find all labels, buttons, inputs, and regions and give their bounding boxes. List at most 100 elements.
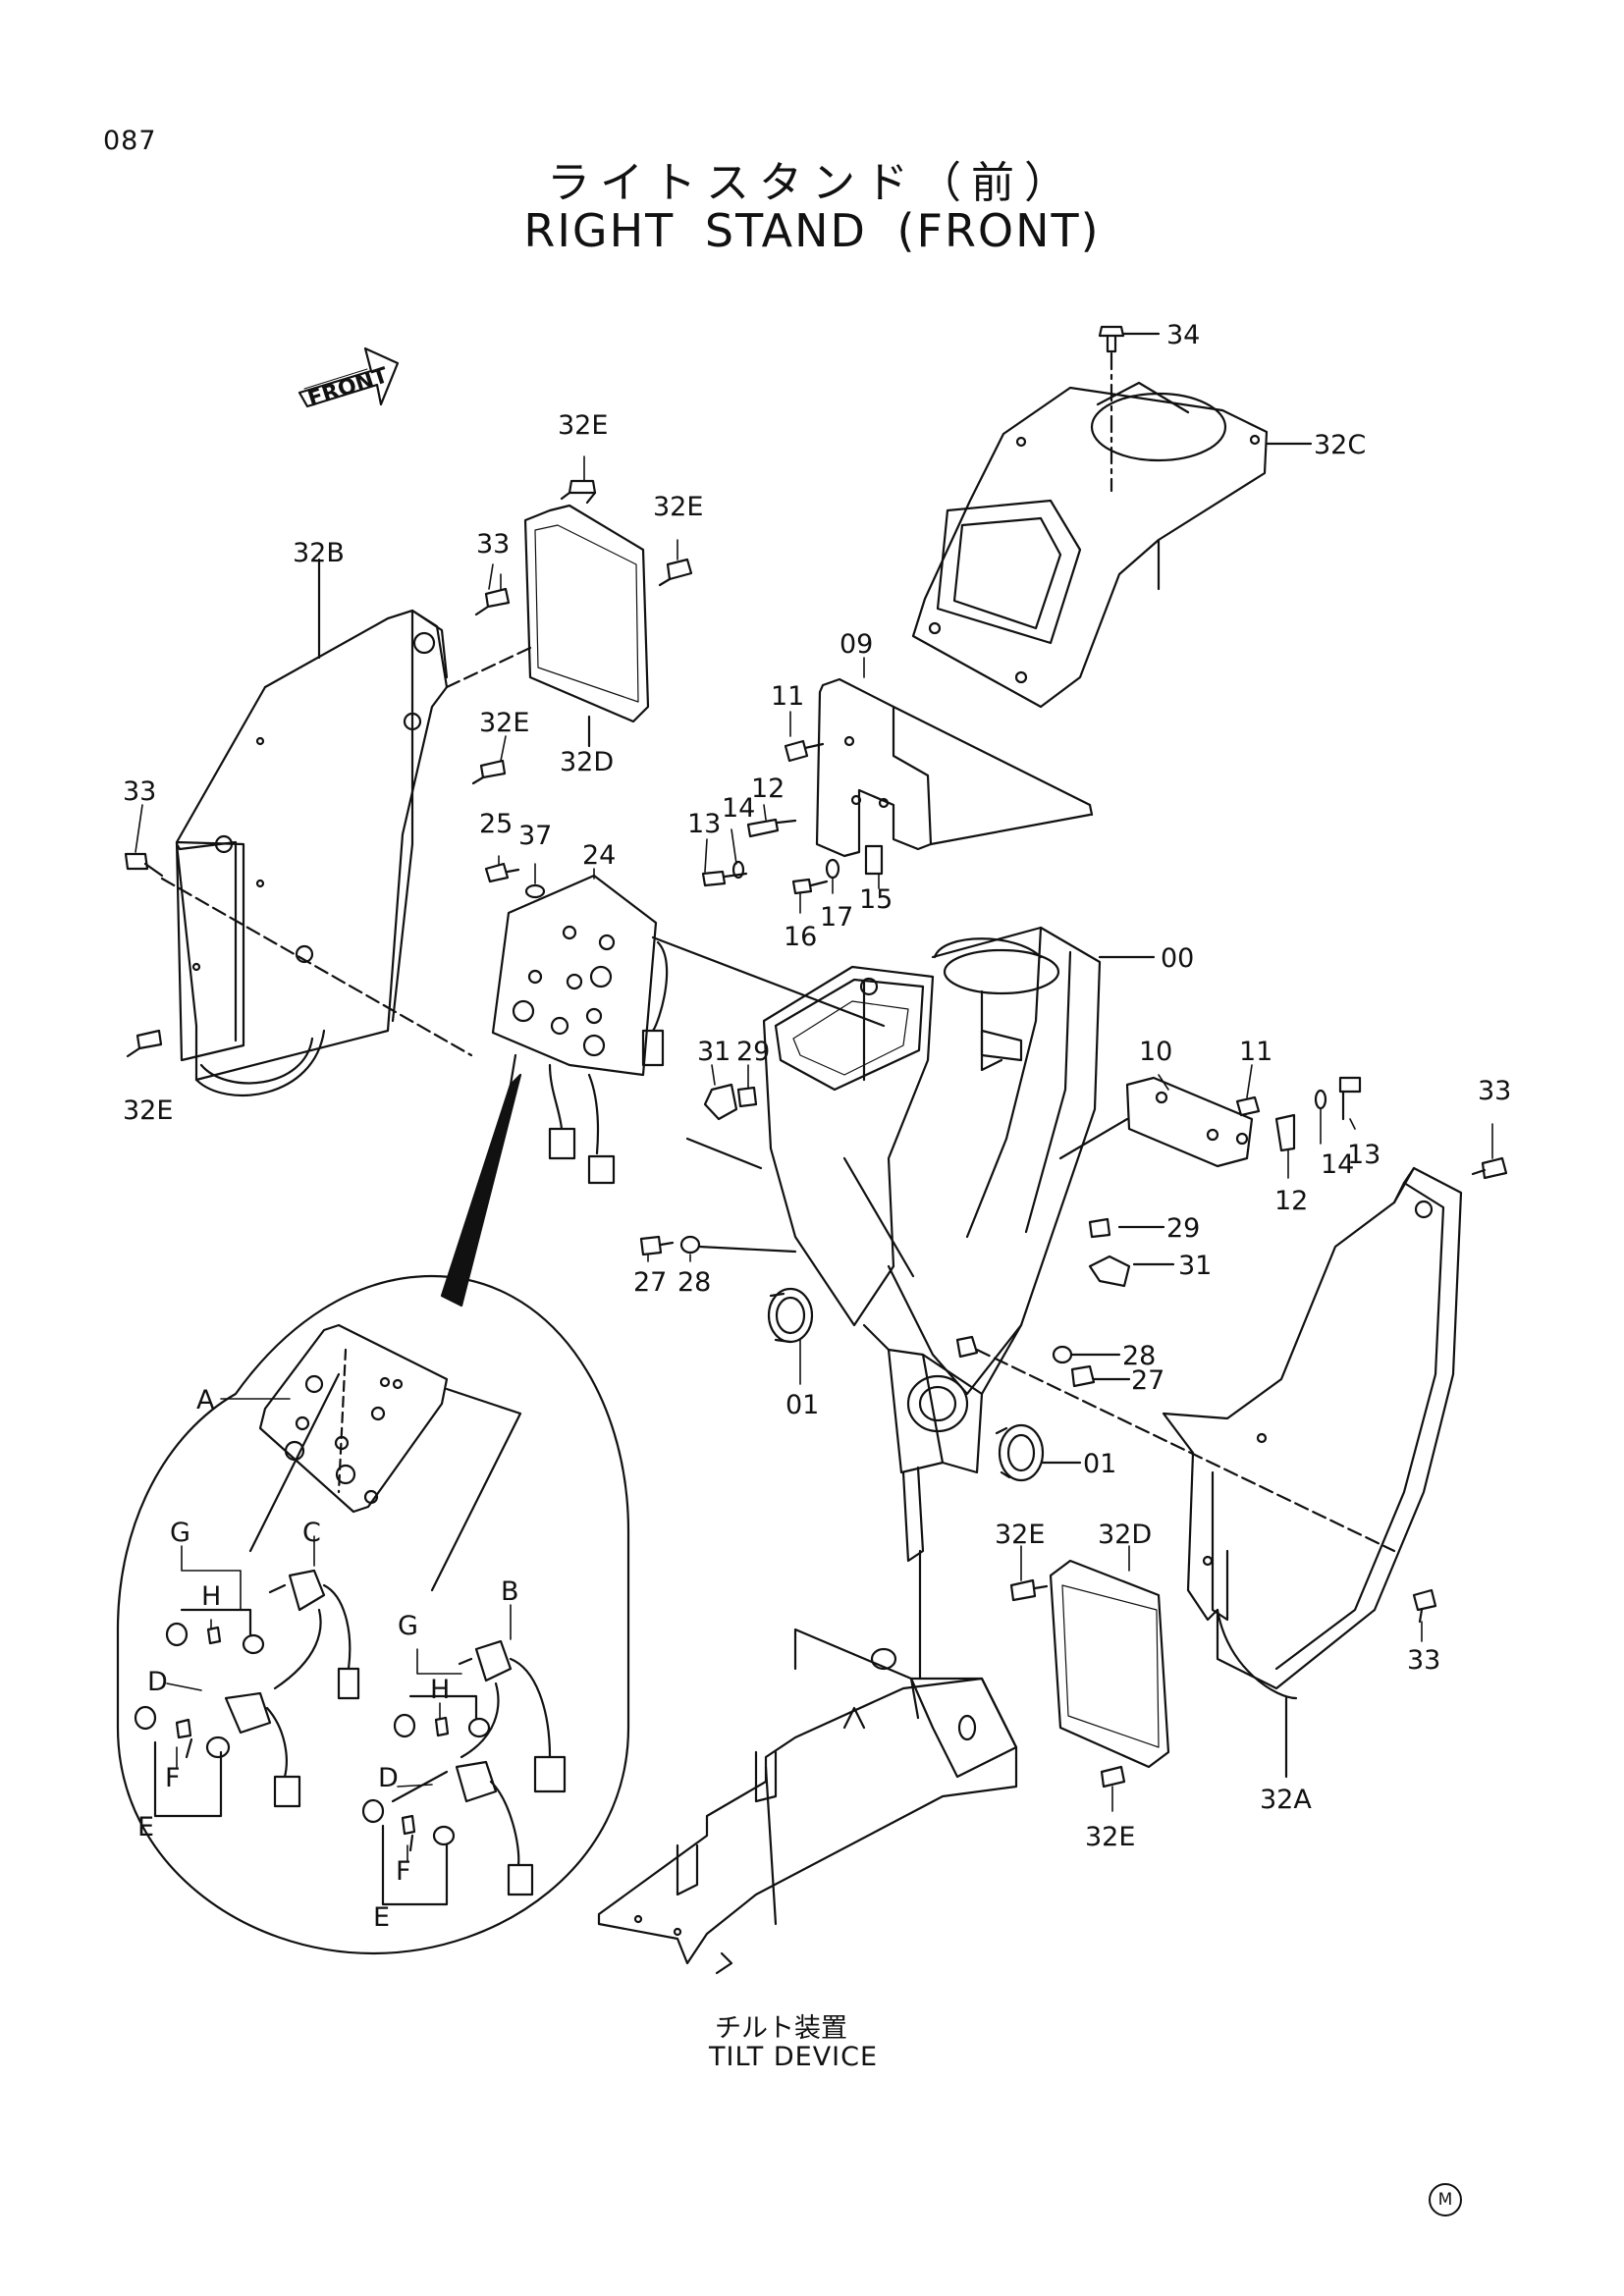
detail-label-e: E (137, 1812, 154, 1842)
bolt-25 (484, 862, 520, 883)
callout-12: 12 (751, 774, 785, 804)
nut-29 (736, 1086, 758, 1108)
washer-28-right (1052, 1345, 1073, 1364)
bolt-13 (1338, 1076, 1362, 1121)
clip-31-right (1088, 1255, 1131, 1288)
part-10-plate (1058, 1076, 1254, 1168)
bolt-32e (471, 479, 693, 785)
bushing (955, 1335, 979, 1359)
detail-label-g: G (170, 1518, 190, 1548)
callout-25: 25 (479, 809, 513, 839)
part-32b-side-panel (175, 609, 449, 1097)
callout-33: 33 (1407, 1645, 1440, 1676)
leaders (135, 455, 1493, 1812)
page-number: 087 (103, 126, 157, 156)
callout-32d: 32D (1098, 1520, 1152, 1550)
tilt-device-label-jp: チルト装置 (715, 2013, 847, 2044)
callout-37: 37 (518, 821, 552, 851)
detail-label-f: F (165, 1763, 181, 1793)
callout-32d: 32D (560, 747, 614, 777)
callout-29: 29 (1166, 1213, 1200, 1244)
title-english: RIGHT STAND (FRONT) (523, 204, 1101, 257)
part-01-grommet-upper (767, 1287, 814, 1344)
callout-32e: 32E (479, 708, 529, 738)
callout-28: 28 (1122, 1341, 1156, 1371)
part-09-bracket (815, 677, 1094, 858)
part-tilt-device (597, 1628, 1018, 1975)
callout-27: 27 (1131, 1365, 1164, 1396)
callout-01: 01 (1083, 1449, 1116, 1479)
callout-31: 31 (697, 1037, 731, 1067)
detail-label-f: F (396, 1856, 411, 1887)
callout-14: 14 (1321, 1149, 1354, 1180)
callout-14: 14 (722, 793, 755, 824)
washer-28 (679, 1235, 701, 1255)
clip-31 (703, 1083, 738, 1121)
detail-label-c: C (302, 1518, 321, 1548)
part-01-grommet-lower (995, 1423, 1082, 1482)
callout-32e: 32E (558, 410, 608, 441)
front-arrow-icon (298, 347, 400, 408)
detail-label-h: H (430, 1675, 450, 1705)
tilt-device-label-en: TILT DEVICE (709, 2042, 879, 2072)
part-32a-side-panel (1162, 1166, 1463, 1700)
front-label: FRONT (305, 363, 392, 412)
hardware-11-17 (701, 739, 884, 895)
callout-32b: 32B (293, 538, 345, 568)
callout-17: 17 (820, 902, 853, 933)
bolt-27 (639, 1235, 675, 1256)
washer-37 (524, 883, 546, 899)
callout-11: 11 (771, 681, 804, 712)
callout-01: 01 (785, 1390, 819, 1420)
clip-12 (1274, 1113, 1296, 1152)
callout-34: 34 (1166, 320, 1200, 350)
callout-32e: 32E (653, 492, 703, 522)
bolt-32e-bottom (1100, 1765, 1126, 1789)
part-32d-cover-plate-lower (1049, 1559, 1170, 1769)
callout-28: 28 (677, 1267, 711, 1298)
callout-33: 33 (476, 529, 510, 560)
callout-33: 33 (123, 776, 156, 807)
detail-leaders (166, 1398, 512, 1861)
part-00-stand-column (762, 926, 1156, 1563)
detail-bubble (116, 1274, 630, 1955)
callout-32e: 32E (123, 1095, 173, 1126)
callout-16: 16 (784, 922, 817, 952)
callout-00: 00 (1161, 943, 1194, 974)
callout-11: 11 (1239, 1037, 1272, 1067)
callout-32c: 32C (1314, 430, 1366, 460)
nut-29-right (1088, 1217, 1111, 1239)
callout-15: 15 (859, 884, 893, 915)
callout-10: 10 (1139, 1037, 1172, 1067)
callout-09: 09 (839, 629, 873, 660)
callout-31: 31 (1178, 1251, 1212, 1281)
circled-m-mark: M (1429, 2183, 1462, 2216)
callout-32e: 32E (995, 1520, 1045, 1550)
leader-to-detail (509, 1053, 517, 1087)
detail-pointer (440, 1073, 522, 1308)
detail-label-d: D (378, 1763, 399, 1793)
detail-label-d: D (147, 1667, 168, 1697)
callout-13: 13 (687, 809, 721, 839)
callout-12: 12 (1274, 1186, 1308, 1216)
callout-24: 24 (582, 840, 616, 871)
bolt-32e-lower (1009, 1578, 1049, 1602)
washer-14 (1314, 1089, 1327, 1110)
bolt-11 (1235, 1095, 1261, 1117)
callout-33: 33 (1478, 1076, 1511, 1106)
detail-label-b: B (501, 1576, 519, 1607)
bolt-34 (1098, 325, 1125, 353)
part-32d-cover-plate-upper (523, 504, 650, 723)
part-32c-top-cover (911, 381, 1269, 709)
callout-32a: 32A (1260, 1785, 1312, 1815)
detail-label-a: A (196, 1385, 215, 1415)
detail-label-e: E (373, 1902, 390, 1933)
title-japanese: ライトスタンド（前） (547, 158, 1077, 208)
bolt-27-right (1070, 1364, 1096, 1388)
detail-label-g: G (398, 1611, 418, 1641)
callout-27: 27 (633, 1267, 667, 1298)
callout-32e: 32E (1085, 1822, 1135, 1852)
callout-13: 13 (1347, 1140, 1380, 1170)
detail-label-h: H (201, 1581, 221, 1612)
